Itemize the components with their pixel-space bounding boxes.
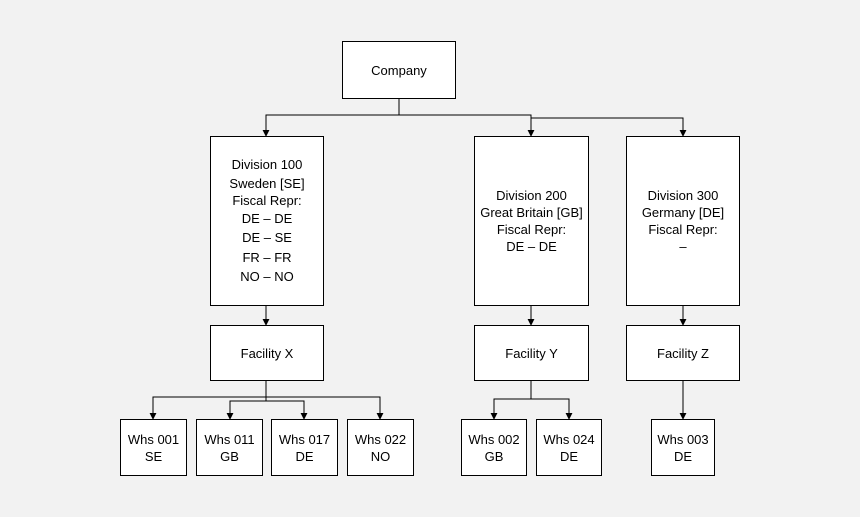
facility-label: Facility Z <box>657 345 709 361</box>
division-100-node: Division 100 Sweden [SE] Fiscal Repr: DE… <box>210 136 324 306</box>
warehouse-code: Whs 022 <box>354 431 407 447</box>
fiscal-repr-item: – <box>679 239 687 254</box>
warehouse-node: Whs 022 NO <box>347 419 414 476</box>
warehouse-code: Whs 001 <box>127 431 180 447</box>
facility-label: Facility X <box>240 345 294 361</box>
warehouse-country: DE <box>559 448 579 464</box>
division-country: Germany [DE] <box>641 205 725 220</box>
connector-facility-x-whs-022 <box>266 396 384 420</box>
fiscal-repr-item: FR – FR <box>242 249 292 265</box>
warehouse-country: NO <box>370 448 391 464</box>
fiscal-repr-label: Fiscal Repr: <box>648 222 718 237</box>
facility-y-node: Facility Y <box>474 325 589 381</box>
facility-z-node: Facility Z <box>626 325 740 381</box>
division-country: Great Britain [GB] <box>480 205 583 220</box>
warehouse-code: Whs 017 <box>278 431 331 447</box>
division-country: Sweden [SE] <box>229 175 305 191</box>
warehouse-node: Whs 011 GB <box>196 419 263 476</box>
facility-label: Facility Y <box>505 345 558 361</box>
warehouse-country: DE <box>295 448 314 464</box>
connector-facility-x-whs-017 <box>266 400 308 420</box>
company-node: Company <box>342 41 456 99</box>
warehouse-node: Whs 003 DE <box>651 419 715 476</box>
warehouse-code: Whs 003 <box>657 431 709 447</box>
fiscal-repr-item: NO – NO <box>240 269 294 285</box>
facility-x-node: Facility X <box>210 325 324 381</box>
fiscal-repr-item: DE – SE <box>242 230 292 246</box>
warehouse-node: Whs 024 DE <box>536 419 602 476</box>
fiscal-repr-item: DE – DE <box>241 210 293 226</box>
division-name: Division 200 <box>496 188 567 203</box>
connector-company-division-100 <box>262 99 400 137</box>
warehouse-node: Whs 002 GB <box>461 419 527 476</box>
fiscal-repr-label: Fiscal Repr: <box>232 192 302 208</box>
warehouse-node: Whs 001 SE <box>120 419 187 476</box>
warehouse-country: GB <box>220 448 239 464</box>
warehouse-code: Whs 011 <box>204 431 255 447</box>
warehouse-code: Whs 002 <box>468 431 520 447</box>
connector-facility-x-whs-011 <box>226 397 267 420</box>
division-name: Division 300 <box>647 188 719 203</box>
warehouse-code: Whs 024 <box>543 431 595 447</box>
division-name: Division 100 <box>231 157 303 173</box>
connector-company-division-200 <box>399 114 535 137</box>
fiscal-repr-item: DE – DE <box>506 239 557 254</box>
division-300-node: Division 300 Germany [DE] Fiscal Repr: – <box>626 136 740 306</box>
warehouse-node: Whs 017 DE <box>271 419 338 476</box>
fiscal-repr-label: Fiscal Repr: <box>496 222 567 237</box>
warehouse-country: DE <box>673 448 693 464</box>
warehouse-country: SE <box>144 448 163 464</box>
connector-company-division-300 <box>530 115 687 137</box>
connector-facility-x-whs-001 <box>149 381 267 420</box>
company-label: Company <box>371 62 427 78</box>
warehouse-country: GB <box>484 448 504 464</box>
connector-facility-y-whs-002 <box>490 381 532 420</box>
division-200-node: Division 200 Great Britain [GB] Fiscal R… <box>474 136 589 306</box>
connector-facility-y-whs-024 <box>531 398 573 420</box>
